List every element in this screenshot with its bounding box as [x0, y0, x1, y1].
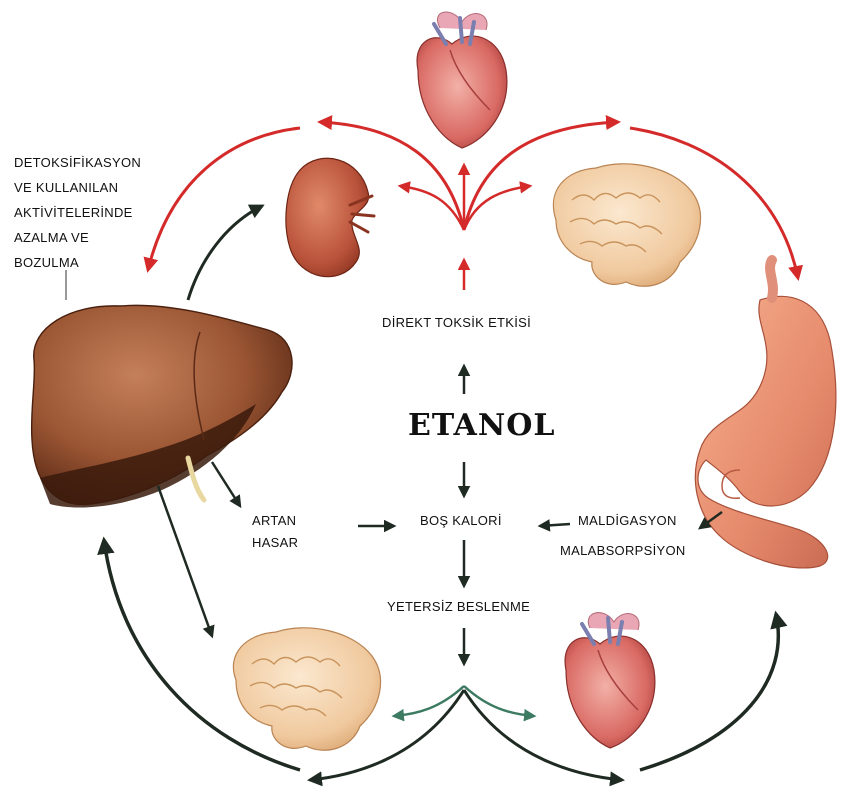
toxic-arrow: [148, 128, 300, 270]
increased-damage-label: ARTAN HASAR: [252, 510, 298, 554]
malnutrition-label: YETERSİZ BESLENME: [387, 596, 530, 618]
detox-line: DETOKSİFİKASYON: [14, 150, 141, 175]
liver-to-damage-arrow: [212, 462, 240, 506]
cycle-arrow-right: [640, 614, 778, 770]
toxic-arrow: [464, 186, 530, 230]
nutrition-arrow: [464, 686, 534, 716]
brain-icon: [553, 164, 700, 286]
liver-to-kidney-arrow: [188, 206, 262, 300]
maldigestion-to-calorie-arrow: [540, 524, 570, 526]
liver-to-brain-arrow: [158, 486, 212, 636]
kidney-icon: [286, 158, 374, 276]
detox-line: AKTİVİTELERİNDE: [14, 200, 141, 225]
malabsorption-label: MALABSORPSİYON: [560, 540, 686, 562]
empty-calorie-label: BOŞ KALORİ: [420, 510, 502, 532]
detox-label: DETOKSİFİKASYON VE KULLANILAN AKTİVİTELE…: [14, 150, 141, 275]
increased-damage-line1: ARTAN: [252, 510, 298, 532]
direct-toxic-label: DİREKT TOKSİK ETKİSİ: [382, 312, 531, 334]
maldigestion-label: MALDİGASYON: [578, 510, 677, 532]
toxic-arrow: [400, 186, 464, 230]
brain-icon: [233, 628, 380, 750]
heart-icon: [565, 613, 655, 748]
detox-line: BOZULMA: [14, 250, 141, 275]
detox-line: VE KULLANILAN: [14, 175, 141, 200]
nutrition-arrow: [394, 686, 464, 716]
ethanol-label: ETANOL: [408, 408, 555, 443]
increased-damage-line2: HASAR: [252, 532, 298, 554]
detox-line: AZALMA VE: [14, 225, 141, 250]
heart-icon: [417, 12, 507, 148]
liver-icon: [32, 270, 292, 508]
stomach-icon: [695, 260, 835, 568]
